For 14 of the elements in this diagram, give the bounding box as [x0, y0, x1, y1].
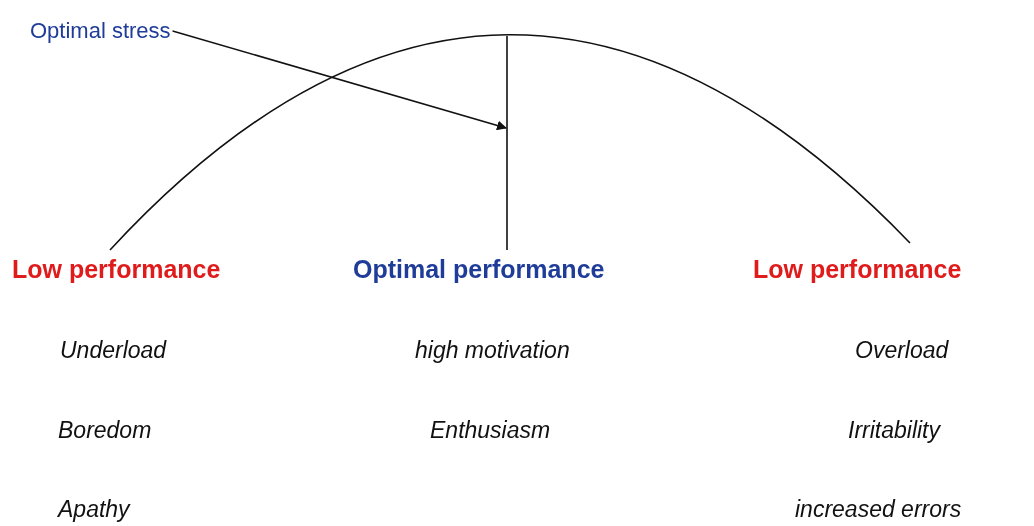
effect-label: increased errors	[795, 496, 962, 523]
performance-heading: Low performance	[12, 255, 221, 284]
callout-text: Optimal stress	[30, 18, 171, 44]
effect-label: high motivation	[415, 337, 570, 364]
performance-heading: Low performance	[753, 255, 962, 284]
arrow	[171, 30, 507, 131]
effect-label: Enthusiasm	[430, 417, 551, 444]
performance-heading: Optimal performance	[353, 255, 605, 284]
effect-label: Underload	[60, 337, 167, 364]
effect-label: Irritability	[848, 417, 940, 444]
effect-label: Overload	[855, 337, 949, 364]
effect-label: Boredom	[58, 417, 152, 444]
effect-label: Apathy	[58, 496, 130, 523]
peak-line	[506, 35, 508, 251]
